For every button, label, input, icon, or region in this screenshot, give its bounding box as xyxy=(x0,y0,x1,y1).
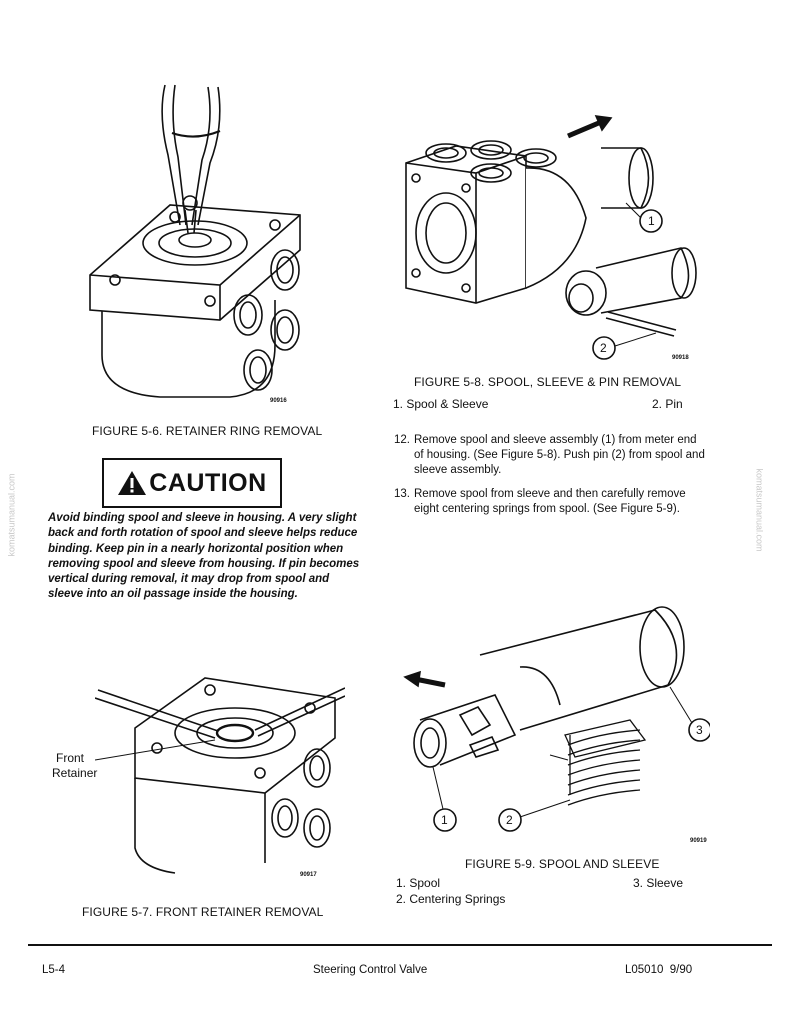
figure-5-8-callout-2: 2 xyxy=(600,341,607,355)
step-13-number: 13. xyxy=(394,488,410,500)
figure-5-9-callout-2: 2 xyxy=(506,813,513,827)
footer-title: Steering Control Valve xyxy=(313,964,428,976)
figure-5-8-code: 90918 xyxy=(672,355,689,361)
figure-5-8-illustration xyxy=(396,108,701,363)
watermark-right: komatsumanual.com xyxy=(754,468,765,552)
figure-5-6-illustration xyxy=(60,75,320,405)
figure-5-7-caption: FIGURE 5-7. FRONT RETAINER REMOVAL xyxy=(82,905,324,919)
figure-5-9-callout-1: 1 xyxy=(441,813,448,827)
figure-5-9-legend-2: 2. Centering Springs xyxy=(396,892,506,906)
warning-triangle-icon xyxy=(118,471,147,495)
step-12: 12. Remove spool and sleeve assembly (1)… xyxy=(394,433,708,478)
figure-5-9-code: 90919 xyxy=(690,838,707,844)
watermark-left: komatsumanual.com xyxy=(6,473,17,557)
front-retainer-label-line2: Retainer xyxy=(52,766,98,780)
figure-5-6-caption: FIGURE 5-6. RETAINER RING REMOVAL xyxy=(92,424,323,438)
footer-doc-code: L05010 9/90 xyxy=(625,964,693,976)
figure-5-9-caption: FIGURE 5-9. SPOOL AND SLEEVE xyxy=(465,857,660,871)
footer-page-number: L5-4 xyxy=(42,964,66,976)
figure-5-7-illustration xyxy=(95,668,345,883)
step-13-text: Remove spool from sleeve and then carefu… xyxy=(414,488,686,515)
step-12-text: Remove spool and sleeve assembly (1) fro… xyxy=(414,434,705,476)
figure-5-8-callout-1: 1 xyxy=(648,214,655,228)
figure-5-7-code: 90917 xyxy=(300,872,317,878)
figure-5-9-illustration xyxy=(400,595,710,845)
caution-banner: CAUTION xyxy=(102,458,282,508)
caution-title: CAUTION xyxy=(149,468,267,497)
footer-rule xyxy=(28,944,772,946)
caution-text: Avoid binding spool and sleeve in housin… xyxy=(48,512,360,601)
step-12-number: 12. xyxy=(394,434,410,446)
step-13: 13. Remove spool from sleeve and then ca… xyxy=(394,487,708,517)
figure-5-8-legend-1: 1. Spool & Sleeve xyxy=(393,397,489,411)
figure-5-8-legend-2: 2. Pin xyxy=(652,397,683,411)
figure-5-9-legend-3: 3. Sleeve xyxy=(633,876,684,890)
figure-5-9-callout-3: 3 xyxy=(696,723,703,737)
front-retainer-label-line1: Front xyxy=(56,751,85,765)
figure-5-8-caption: FIGURE 5-8. SPOOL, SLEEVE & PIN REMOVAL xyxy=(414,375,682,389)
figure-5-9-legend-1: 1. Spool xyxy=(396,876,441,890)
figure-5-6-code: 90916 xyxy=(270,398,287,404)
